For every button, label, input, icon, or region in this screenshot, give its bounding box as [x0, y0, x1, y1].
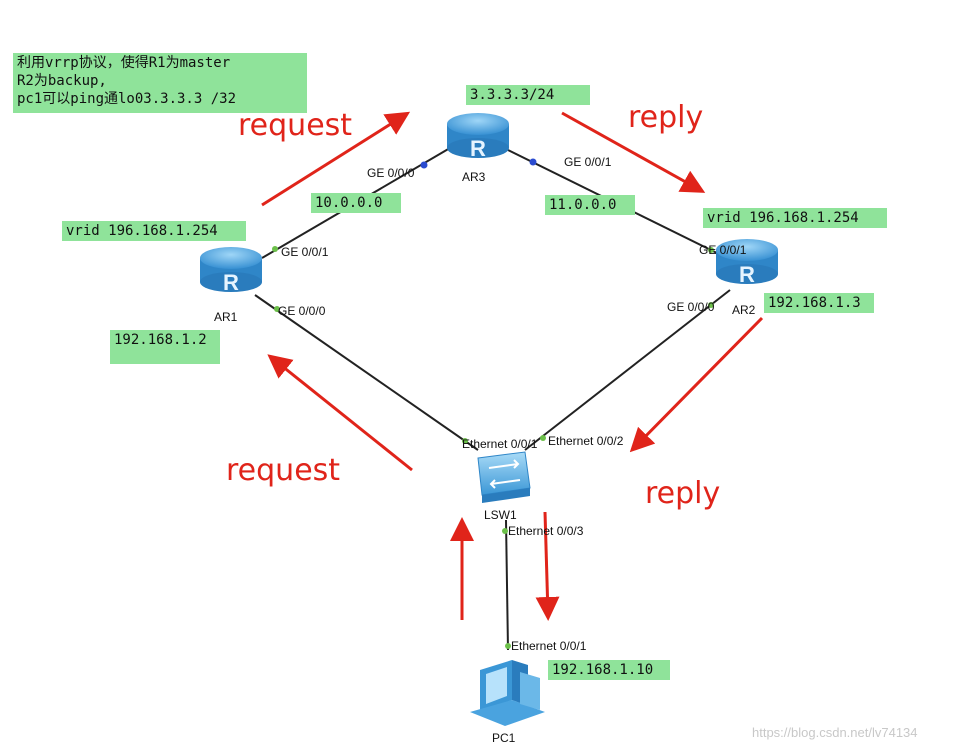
- port-dot: [540, 435, 546, 441]
- port-label-ar2-bottom: GE 0/0/0: [667, 300, 715, 314]
- device-label-ar2: AR2: [732, 303, 756, 317]
- net-left-note: 10.0.0.0: [311, 193, 401, 213]
- arrow-reply-right: [629, 316, 764, 453]
- port-label-ar1-bottom: GE 0/0/0: [278, 304, 326, 318]
- device-label-pc1: PC1: [492, 731, 516, 745]
- arrow-label-request-left: request: [226, 453, 341, 488]
- port-dot: [502, 528, 508, 534]
- pc-icon-pc1: [470, 660, 545, 726]
- svg-text:R: R: [470, 136, 486, 161]
- arrow-label-reply-top: reply: [628, 100, 704, 135]
- router-icon-ar1: R: [200, 247, 262, 295]
- arrow-label-request-top: request: [238, 108, 353, 143]
- port-label-lsw-bottom: Ethernet 0/0/3: [508, 524, 584, 538]
- port-label-ar3-left: GE 0/0/0: [367, 166, 415, 180]
- arrow-reply-down: [535, 511, 560, 621]
- port-dot: [708, 302, 714, 308]
- port-dot: [505, 643, 511, 649]
- router-icon-ar2: R: [716, 239, 778, 287]
- arrow-label-reply-right: reply: [645, 476, 721, 511]
- port-label-lsw-right: Ethernet 0/0/2: [548, 434, 624, 448]
- device-label-ar3: AR3: [462, 170, 486, 184]
- arrow-request-top: [261, 111, 411, 207]
- svg-text:R: R: [739, 262, 755, 287]
- port-label-ar2-top: GE 0/0/1: [699, 243, 747, 257]
- switch-icon-lsw1: [477, 451, 531, 503]
- router-icon-ar3: R: [447, 113, 509, 161]
- port-label-pc-top: Ethernet 0/0/1: [511, 639, 587, 653]
- port-dot: [708, 247, 714, 253]
- vrid-r2-note: vrid 196.168.1.254: [703, 208, 887, 228]
- port-dot: [529, 158, 537, 166]
- ar3-loopback-note: 3.3.3.3/24: [466, 85, 590, 105]
- ip-pc-note: 192.168.1.10: [548, 660, 670, 680]
- port-label-ar1-top: GE 0/0/1: [281, 245, 329, 259]
- device-label-lsw1: LSW1: [484, 508, 517, 522]
- arrow-request-left: [267, 354, 413, 472]
- net-right-note: 11.0.0.0: [545, 195, 635, 215]
- port-label-ar3-right: GE 0/0/1: [564, 155, 612, 169]
- ip-r1-note: 192.168.1.2: [110, 330, 220, 364]
- port-dot: [272, 246, 278, 252]
- device-label-ar1: AR1: [214, 310, 238, 324]
- link-ar1-lsw1: [254, 294, 479, 451]
- ip-r2-note: 192.168.1.3: [764, 293, 874, 313]
- link-ar2-lsw1: [524, 289, 731, 451]
- svg-text:R: R: [223, 270, 239, 295]
- task-note: 利用vrrp协议，使得R1为master R2为backup, pc1可以pin…: [13, 53, 307, 113]
- watermark: https://blog.csdn.net/lv74134: [752, 725, 918, 740]
- port-dot: [274, 306, 280, 312]
- port-label-lsw-left: Ethernet 0/0/1: [462, 437, 538, 451]
- port-dot: [420, 161, 428, 169]
- arrow-reply-top: [561, 111, 706, 193]
- port-dot: [462, 438, 468, 444]
- vrid-r1-note: vrid 196.168.1.254: [62, 221, 246, 241]
- link-lsw1-pc1: [505, 519, 509, 651]
